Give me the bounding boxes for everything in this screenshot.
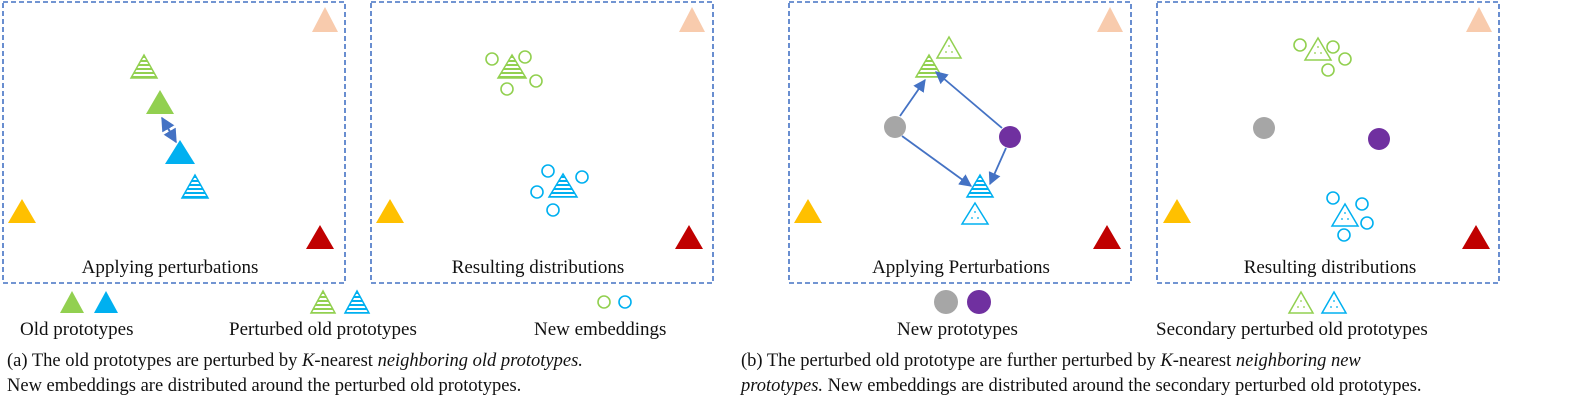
green-embedding-circle-icon <box>1321 63 1335 77</box>
perturbed-blue-triangle-icon <box>965 173 995 198</box>
panel-b-right-label: Resulting distributions <box>1244 257 1417 278</box>
legend-old-green-triangle-icon <box>60 291 84 313</box>
legend-perturbed-old-prototypes: Perturbed old prototypes <box>229 319 417 340</box>
peach-triangle-icon <box>1466 7 1492 32</box>
panel-a-left-label: Applying perturbations <box>82 257 259 278</box>
yellow-triangle-icon <box>8 199 36 223</box>
purple-prototype-circle-icon <box>1368 128 1390 150</box>
red-triangle-icon <box>675 225 703 249</box>
secondary-green-triangle-icon <box>935 35 963 59</box>
caption-text: -nearest <box>314 351 378 371</box>
caption-a-line1: (a) The old prototypes are perturbed by … <box>7 349 583 374</box>
legend-old-blue-triangle-icon <box>94 291 118 313</box>
perturbed-blue-triangle-icon <box>547 172 579 198</box>
legend-perturbed-green-triangle-icon <box>309 289 337 314</box>
arrow-icon <box>988 147 1007 186</box>
blue-embedding-circle-icon <box>1355 197 1369 211</box>
legend-perturbed-blue-triangle-icon <box>343 289 371 314</box>
caption-italic: neighboring new <box>1235 351 1361 371</box>
caption-k: K <box>1160 351 1173 371</box>
green-embedding-circle-icon <box>485 52 499 66</box>
secondary-blue-triangle-icon <box>960 201 990 225</box>
caption-text: (a) The old prototypes are perturbed by <box>7 351 303 371</box>
peach-triangle-icon <box>1097 7 1123 32</box>
legend-secondary-blue-triangle-icon <box>1320 290 1348 314</box>
caption-text: -nearest <box>1172 351 1236 371</box>
gray-prototype-circle-icon <box>884 116 906 138</box>
red-triangle-icon <box>1462 225 1490 249</box>
legend-green-embedding-circle-icon <box>597 295 611 309</box>
secondary-green-triangle-icon <box>1303 36 1333 61</box>
green-embedding-circle-icon <box>1293 38 1307 52</box>
perturbed-green-triangle-icon <box>129 53 159 79</box>
green-embedding-circle-icon <box>500 82 514 96</box>
caption-b-line2: prototypes. New embeddings are distribut… <box>741 374 1422 399</box>
legend-secondary-perturbed-old-prototypes: Secondary perturbed old prototypes <box>1156 319 1428 340</box>
red-triangle-icon <box>1093 225 1121 249</box>
gray-prototype-circle-icon <box>1253 117 1275 139</box>
arrow-icon <box>935 71 1003 129</box>
panel-b-left-label: Applying Perturbations <box>872 257 1050 278</box>
legend-secondary-green-triangle-icon <box>1287 290 1315 314</box>
red-triangle-icon <box>306 225 334 249</box>
legend-new-embeddings: New embeddings <box>534 319 666 340</box>
caption-text: New embeddings are distributed around th… <box>823 376 1422 396</box>
blue-embedding-circle-icon <box>530 185 544 199</box>
legend-purple-prototype-circle-icon <box>967 290 991 314</box>
legend-blue-embedding-circle-icon <box>618 295 632 309</box>
caption-k: K <box>302 351 315 371</box>
arrow-icon <box>899 78 926 117</box>
panel-a-left-border <box>2 1 346 284</box>
caption-b-line1: (b) The perturbed old prototype are furt… <box>741 349 1422 374</box>
legend-old-prototypes: Old prototypes <box>20 319 133 340</box>
peach-triangle-icon <box>312 7 338 32</box>
blue-embedding-circle-icon <box>546 203 560 217</box>
perturbed-green-triangle-icon <box>496 53 528 79</box>
yellow-triangle-icon <box>1163 199 1191 223</box>
green-embedding-circle-icon <box>1326 40 1340 54</box>
legend-new-prototypes: New prototypes <box>897 319 1018 340</box>
blue-embedding-circle-icon <box>575 170 589 184</box>
caption-text: (b) The perturbed old prototype are furt… <box>741 351 1161 371</box>
blue-embedding-circle-icon <box>1326 191 1340 205</box>
caption-b: (b) The perturbed old prototype are furt… <box>741 349 1422 399</box>
green-embedding-circle-icon <box>1338 52 1352 66</box>
blue-embedding-circle-icon <box>1337 228 1351 242</box>
blue-embedding-circle-icon <box>1360 216 1374 230</box>
caption-italic: neighboring old prototypes. <box>377 351 583 371</box>
blue-embedding-circle-icon <box>541 164 555 178</box>
yellow-triangle-icon <box>794 199 822 223</box>
green-embedding-circle-icon <box>518 50 532 64</box>
double-arrow-icon <box>161 116 177 144</box>
caption-a-line2: New embeddings are distributed around th… <box>7 376 522 396</box>
panel-b-right-border <box>1156 1 1500 284</box>
green-embedding-circle-icon <box>529 74 543 88</box>
old-green-triangle-icon <box>146 90 174 114</box>
peach-triangle-icon <box>679 7 705 32</box>
arrow-icon <box>901 135 973 187</box>
legend-gray-prototype-circle-icon <box>934 290 958 314</box>
caption-a: (a) The old prototypes are perturbed by … <box>7 349 583 399</box>
yellow-triangle-icon <box>376 199 404 223</box>
purple-prototype-circle-icon <box>999 126 1021 148</box>
panel-b-left-border <box>788 1 1132 284</box>
panel-a-right-label: Resulting distributions <box>452 257 625 278</box>
perturbed-blue-triangle-icon <box>180 173 210 199</box>
old-blue-triangle-icon <box>165 140 195 164</box>
caption-italic: prototypes. <box>741 376 824 396</box>
secondary-blue-triangle-icon <box>1330 202 1360 227</box>
panel-a-right-border <box>370 1 714 284</box>
